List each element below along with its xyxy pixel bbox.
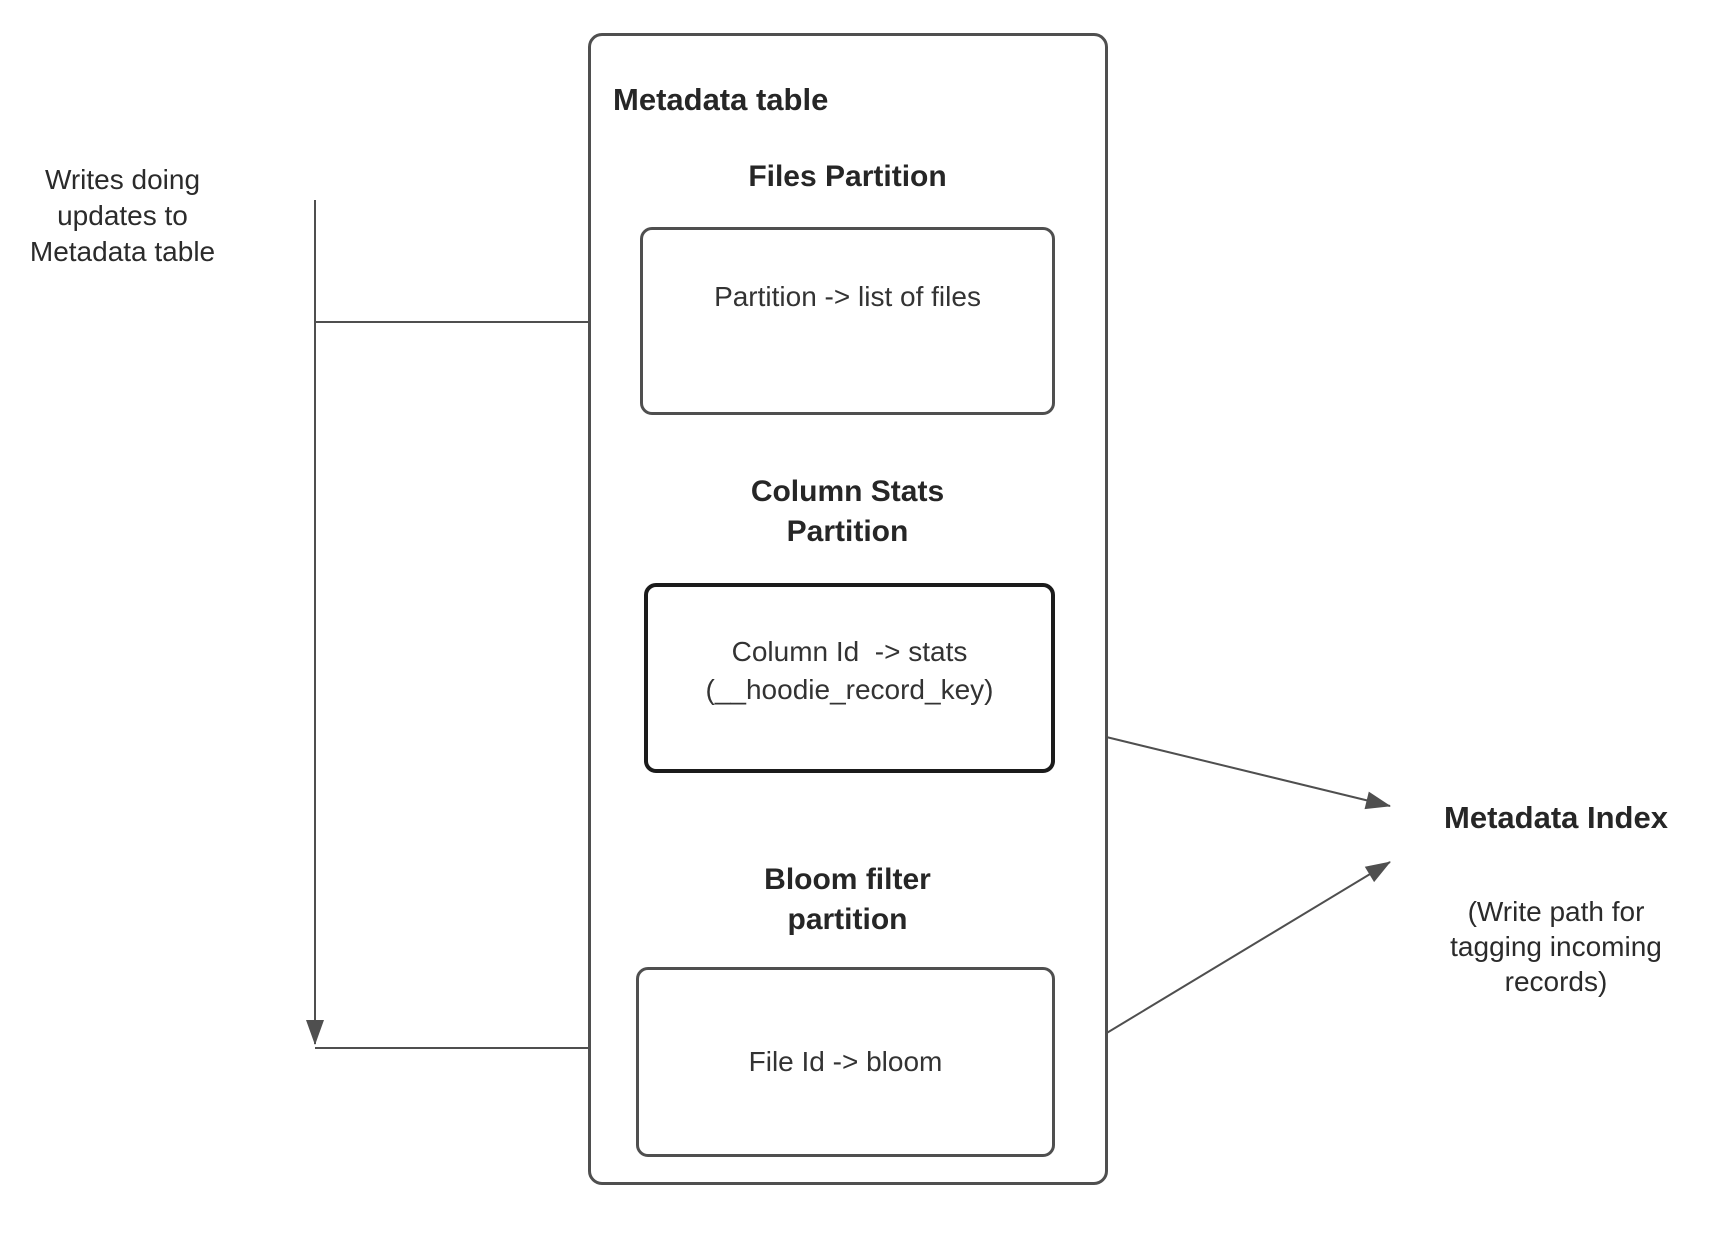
metadata-index-subtitle-line: (Write path for [1467,896,1645,927]
bloom-filter-heading-line: Bloom filter [764,863,931,896]
metadata-index-subtitle-line: records) [1504,966,1608,997]
bloom-filter-heading-line: partition [787,903,908,936]
metadata-index-subtitle-line: tagging incoming [1450,931,1662,962]
writes-note-line: updates to [57,200,188,231]
metadata-index-title: Metadata Index [1444,800,1668,835]
writes-note-line: Metadata table [29,236,216,267]
metadata-index-subtitle: (Write path for tagging incoming records… [1400,894,1712,999]
column-stats-box: Column Id -> stats (__hoodie_record_key) [644,583,1055,773]
column-stats-heading: Column Stats Partition [640,472,1055,552]
column-stats-heading-line: Column Stats [750,475,945,508]
files-partition-content: Partition -> list of files [714,281,981,312]
writes-note: Writes doing updates to Metadata table [5,162,240,270]
metadata-table-box: Metadata table Files Partition Partition… [588,33,1108,1185]
writes-note-line: Writes doing [44,164,201,195]
bloom-filter-box: File Id -> bloom [636,967,1055,1157]
column-stats-content-line1: Column Id -> stats [731,636,968,667]
column-stats-content-line2: (__hoodie_record_key) [705,674,994,705]
files-partition-box: Partition -> list of files [640,227,1055,415]
metadata-table-title: Metadata table [613,82,829,117]
bloom-filter-content: File Id -> bloom [748,1046,943,1077]
bloom-filter-heading: Bloom filter partition [640,860,1055,940]
files-partition-heading: Files Partition [748,160,947,193]
column-stats-heading-line: Partition [786,515,909,548]
